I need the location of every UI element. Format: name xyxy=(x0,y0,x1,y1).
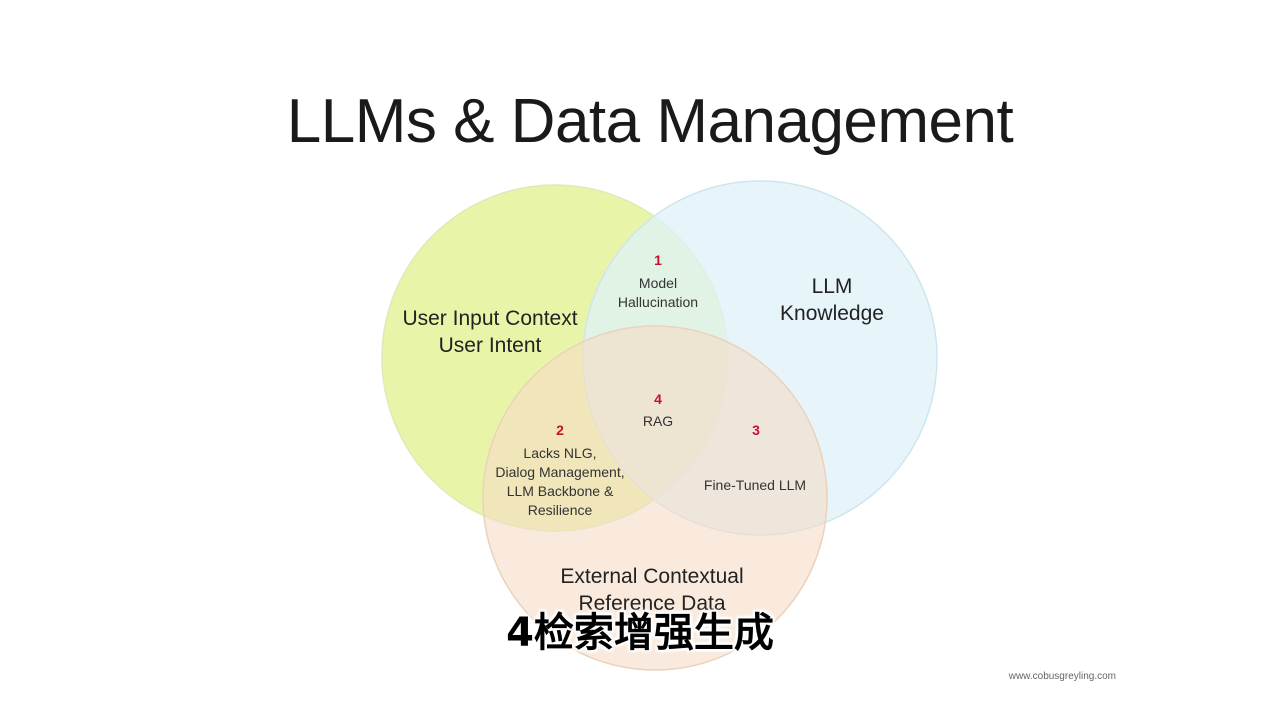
set-label-external-data: External Contextual Reference Data xyxy=(560,565,744,615)
zone-4: 4 RAG xyxy=(642,391,674,429)
page-title: LLMs & Data Management xyxy=(286,87,1014,156)
circle-external-data xyxy=(482,325,828,671)
zone-3: 3 xyxy=(752,422,760,438)
zone-number: 3 xyxy=(752,422,760,438)
zone-number: 2 xyxy=(556,422,564,438)
video-subtitle: 4检索增强生成 xyxy=(506,610,774,656)
zone-number: 4 xyxy=(654,391,662,407)
zone-3-label: Fine-Tuned LLM xyxy=(703,477,807,493)
zone-number: 1 xyxy=(654,252,662,268)
zone-2: 2 Lacks NLG, Dialog Management, LLM Back… xyxy=(495,422,625,518)
zone-1: 1 Model Hallucination xyxy=(617,252,699,310)
set-label-user-input: User Input Context User Intent xyxy=(402,307,578,357)
set-label-llm-knowledge: LLM Knowledge xyxy=(780,275,884,325)
footer-url: www.cobusgreyling.com xyxy=(1008,671,1116,682)
